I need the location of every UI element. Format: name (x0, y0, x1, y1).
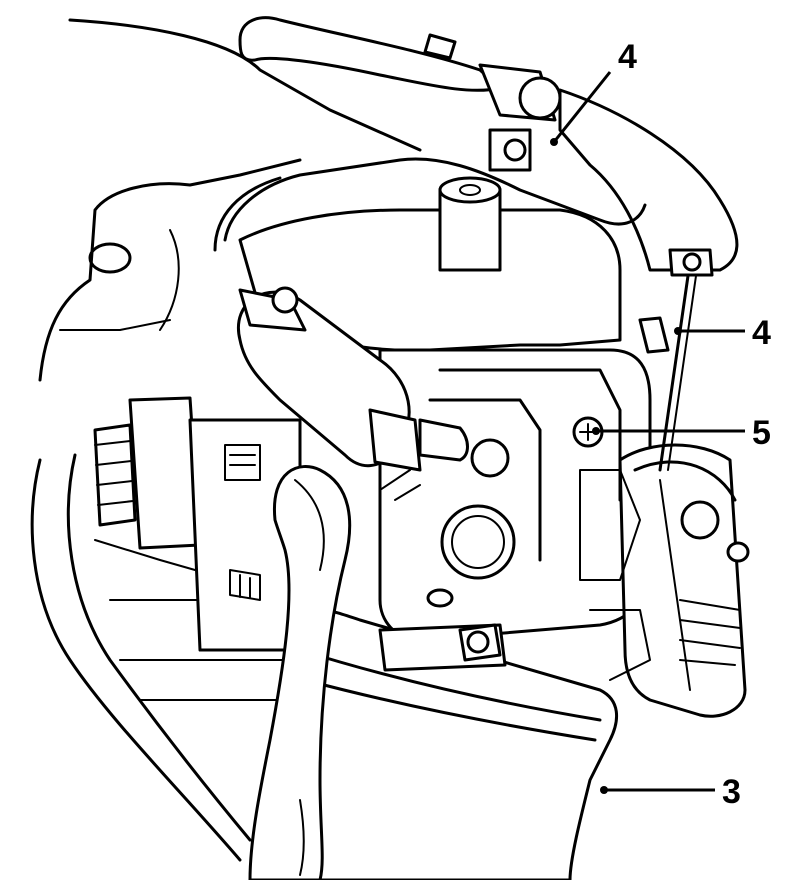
throttle-cable (638, 248, 714, 472)
throttle-body (238, 176, 652, 642)
upper-coolant-hose (238, 16, 739, 272)
manifold-bolt-hole (88, 242, 132, 274)
leader-4-top (552, 71, 612, 143)
vacuum-line (213, 128, 647, 252)
throttle-pulley (579, 443, 750, 718)
leader-3-dot (600, 786, 608, 794)
intake-manifold (30, 18, 422, 862)
callout-leaders (550, 71, 745, 794)
callout-4-right: 4 (752, 314, 771, 352)
coolant-hose-front (248, 465, 352, 880)
callout-3: 3 (722, 773, 741, 811)
callout-5: 5 (752, 414, 771, 452)
electrical-connector (93, 396, 302, 652)
bypass-hose (237, 286, 510, 478)
leader-4-top-dot (550, 138, 558, 146)
throttle-inlet-neck (438, 176, 502, 204)
callout-labels: 4 4 5 3 (618, 38, 771, 811)
callout-4-top: 4 (618, 38, 637, 76)
leader-5-dot (592, 427, 600, 435)
leader-4-right-dot (674, 327, 682, 335)
hose-clamp-lower (368, 408, 422, 472)
